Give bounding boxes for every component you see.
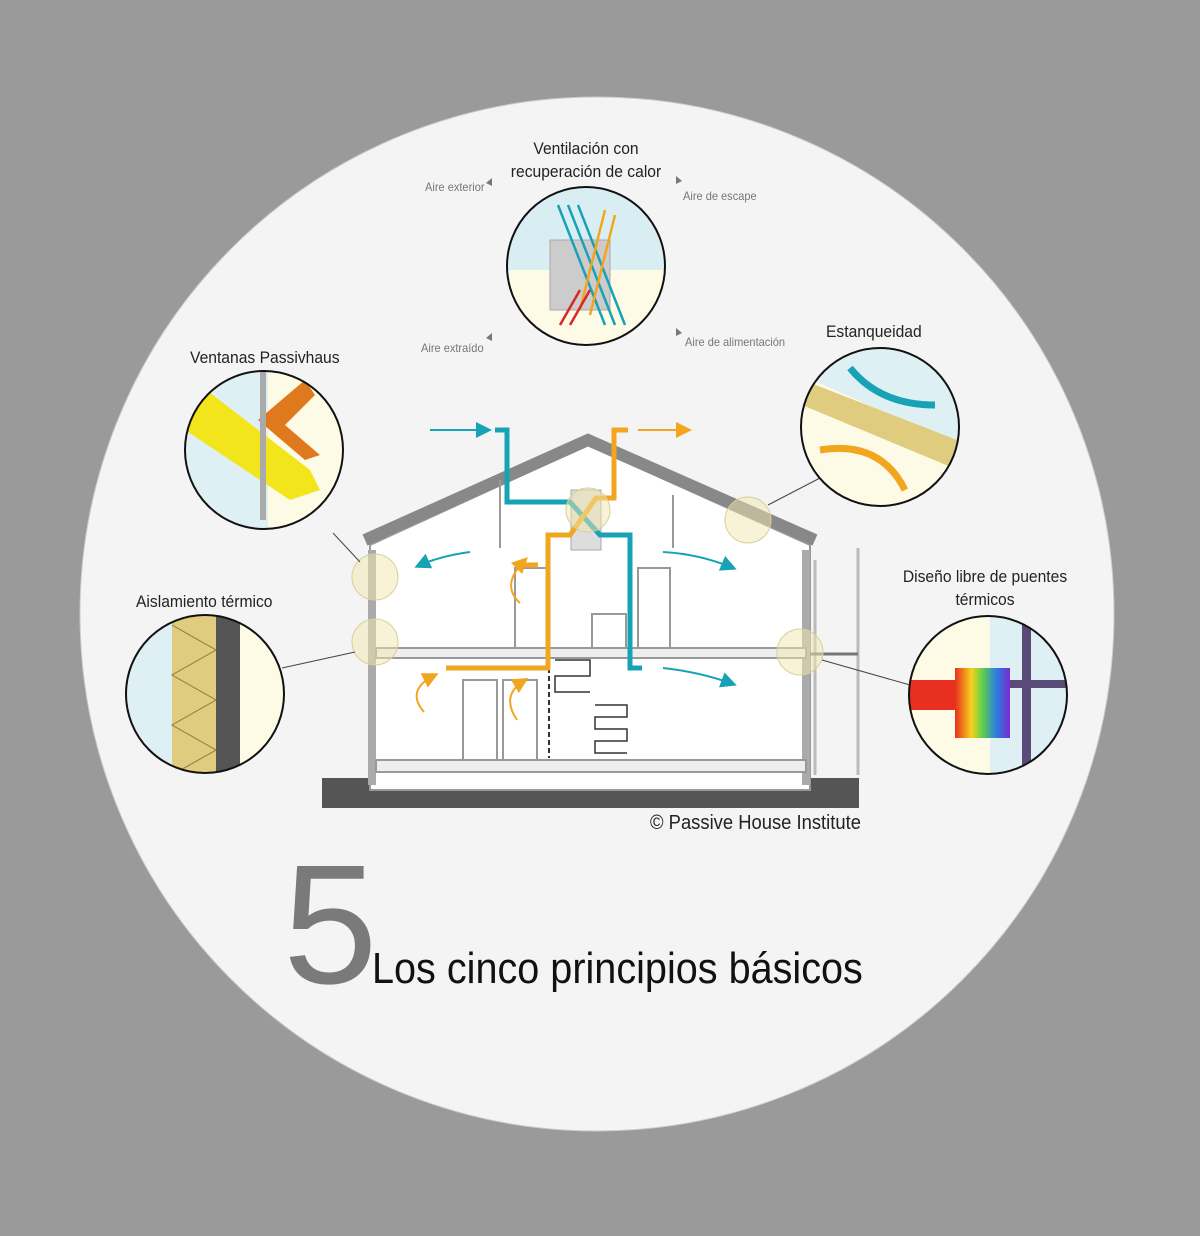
small-triangle-icons <box>486 176 682 341</box>
label-aire-escape: Aire de escape <box>683 189 757 203</box>
label-aislamiento: Aislamiento térmico <box>136 592 273 611</box>
label-aire-extraido: Aire extraído <box>421 341 484 355</box>
detail-markers <box>351 487 824 676</box>
page-title: Los cinco principios básicos <box>372 944 863 993</box>
label-aire-exterior: Aire exterior <box>425 180 485 194</box>
label-ventanas: Ventanas Passivhaus <box>190 348 340 367</box>
copyright: © Passive House Institute <box>650 812 861 834</box>
label-puentes-line2: térmicos <box>955 590 1015 609</box>
ventilation-title-line2: recuperación de calor <box>510 162 662 181</box>
big-number: 5 <box>283 830 378 1020</box>
label-estanqueidad: Estanqueidad <box>826 322 922 341</box>
callout-lines <box>281 477 911 686</box>
air-flow-arrows <box>414 551 737 721</box>
label-aire-alimentacion: Aire de alimentación <box>685 335 786 349</box>
windows-detail <box>184 370 344 530</box>
label-puentes-line1: Diseño libre de puentes <box>902 567 1068 586</box>
airtightness-detail <box>800 347 960 507</box>
ventilation-title-line1: Ventilación con <box>533 139 639 158</box>
